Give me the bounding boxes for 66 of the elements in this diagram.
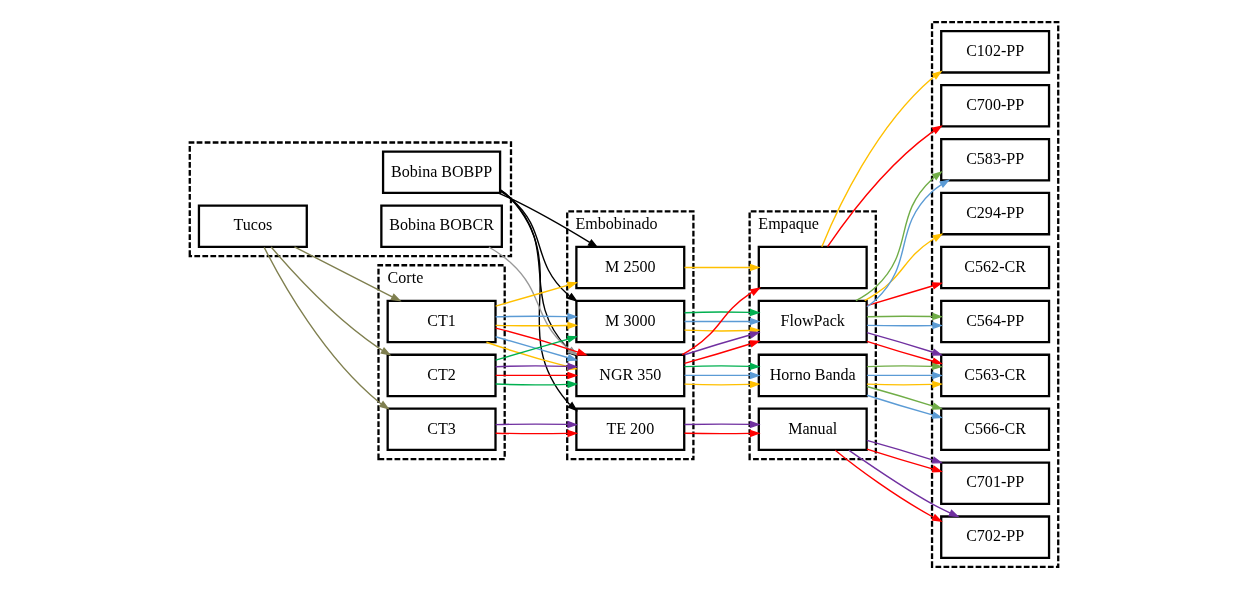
arrow (683, 371, 761, 380)
node-box: C564-PP (940, 299, 1051, 344)
node-box: C102-PP (940, 30, 1051, 74)
node-box: FlowPack (757, 299, 868, 344)
node-box: Manual (757, 407, 868, 452)
arrow (826, 125, 943, 248)
arrow (683, 340, 761, 365)
arrow (270, 246, 392, 356)
node-box: C566-CR (940, 407, 1051, 452)
node-box: M 2500 (575, 245, 686, 290)
arrow (866, 321, 944, 330)
arrow (855, 171, 943, 302)
arrow (494, 420, 579, 429)
node-box: Tucos (197, 204, 308, 249)
node-box: C294-PP (940, 191, 1051, 236)
arrow (866, 179, 951, 308)
arrow (683, 429, 761, 438)
arrow (683, 317, 761, 326)
arrow (866, 448, 943, 473)
arrow (866, 312, 944, 321)
node-box: CT3 (386, 407, 497, 452)
arrow (494, 371, 579, 380)
node-box: CT2 (386, 353, 497, 398)
node-box: C562-CR (940, 245, 1051, 290)
arrow (494, 380, 579, 389)
arrow (683, 380, 761, 389)
arrow (866, 282, 943, 307)
arrow (497, 192, 599, 248)
arrow (821, 70, 943, 248)
arrow (848, 449, 960, 518)
node-box: M 3000 (575, 299, 686, 344)
node-box: C700-PP (940, 84, 1051, 128)
node-box: C583-PP (940, 137, 1051, 182)
arrow (683, 362, 761, 371)
node-box: Bobina BOBCR (380, 204, 503, 249)
arrow (834, 449, 943, 523)
arrow (683, 420, 761, 429)
node-box: TE 200 (575, 407, 686, 452)
node-box: C701-PP (940, 461, 1051, 505)
cluster (188, 141, 513, 258)
node-box (757, 245, 868, 290)
node-box: CT1 (386, 299, 497, 344)
arrow (494, 321, 579, 330)
arrow (494, 312, 579, 321)
node-box: C563-CR (940, 353, 1051, 398)
arrow (866, 385, 943, 410)
arrow (866, 380, 944, 389)
node-box: C702-PP (940, 515, 1051, 559)
arrow (499, 190, 578, 303)
arrow (864, 233, 944, 302)
arrow (866, 362, 944, 371)
arrow (866, 439, 943, 464)
arrow (866, 371, 944, 380)
arrow (866, 394, 943, 419)
arrow (263, 246, 390, 410)
arrow (494, 362, 579, 371)
arrow (683, 331, 761, 356)
arrow (683, 308, 761, 317)
node-box: Bobina BOBPP (381, 150, 502, 195)
arrow (494, 429, 579, 438)
arrow (683, 263, 761, 272)
arrow (494, 281, 579, 307)
arrow (866, 331, 943, 356)
node-box: NGR 350 (575, 353, 686, 398)
arrow (293, 246, 402, 302)
node-box: Horno Banda (757, 353, 868, 398)
